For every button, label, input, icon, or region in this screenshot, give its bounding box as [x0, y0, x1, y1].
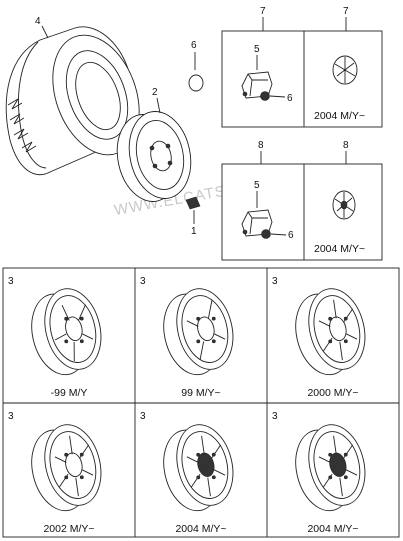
wheel-illustration — [31, 288, 102, 376]
callout-cover-box-b-nut: 6 — [288, 230, 294, 241]
cover-box-b — [221, 163, 383, 261]
callout-cover-box-a-cap: 5 — [254, 44, 260, 55]
callout-valve-cap: 1 — [191, 226, 197, 237]
wheel-cell-caption: -99 M/Y — [51, 387, 88, 399]
callout-line-cover-box-a-nut — [269, 95, 286, 98]
wheel-illustration — [163, 424, 234, 512]
callout-cover-box-b-right: 8 — [343, 140, 349, 151]
wheel-illustration — [295, 288, 366, 376]
wheel-cell-caption: 2000 M/Y~ — [307, 387, 358, 399]
wheel-top — [116, 111, 192, 202]
cover-box-a-caption: 2004 M/Y~ — [314, 110, 365, 122]
callout-wheel: 2 — [152, 87, 158, 98]
wheel-illustration — [31, 424, 102, 512]
wheel-cell-caption: 2004 M/Y~ — [307, 523, 358, 535]
callout-cover-box-a-right: 7 — [343, 6, 349, 17]
callout-line-tire — [41, 25, 49, 39]
callout-valve-ring: 6 — [191, 40, 197, 51]
wheel-cell-number: 3 — [272, 411, 278, 422]
tire — [5, 26, 140, 176]
callout-cover-box-b-cap: 5 — [254, 180, 260, 191]
wheel-illustration — [163, 288, 234, 376]
callout-cover-box-a: 7 — [260, 6, 266, 17]
wheel-cell-number: 3 — [8, 411, 14, 422]
valve-cap — [185, 196, 201, 210]
callout-cover-box-a-nut: 6 — [287, 93, 293, 104]
wheel-cell-number: 3 — [140, 411, 146, 422]
wheel-cell-number: 3 — [8, 276, 14, 287]
cover-box-b-caption: 2004 M/Y~ — [314, 243, 365, 255]
callout-tire: 4 — [35, 16, 41, 27]
wheel-cell-number: 3 — [140, 276, 146, 287]
valve-ring — [188, 74, 204, 92]
wheel-cell-number: 3 — [272, 276, 278, 287]
wheel-illustration — [295, 424, 366, 512]
callout-line-cover-box-b-nut — [270, 233, 287, 236]
callout-cover-box-b: 8 — [258, 140, 264, 151]
wheel-cell-caption: 2004 M/Y~ — [175, 523, 226, 535]
wheel-cell-caption: 99 M/Y~ — [181, 387, 220, 399]
wheel-cell-caption: 2002 M/Y~ — [43, 523, 94, 535]
cover-box-a — [221, 30, 383, 128]
callout-line-wheel — [156, 97, 161, 114]
